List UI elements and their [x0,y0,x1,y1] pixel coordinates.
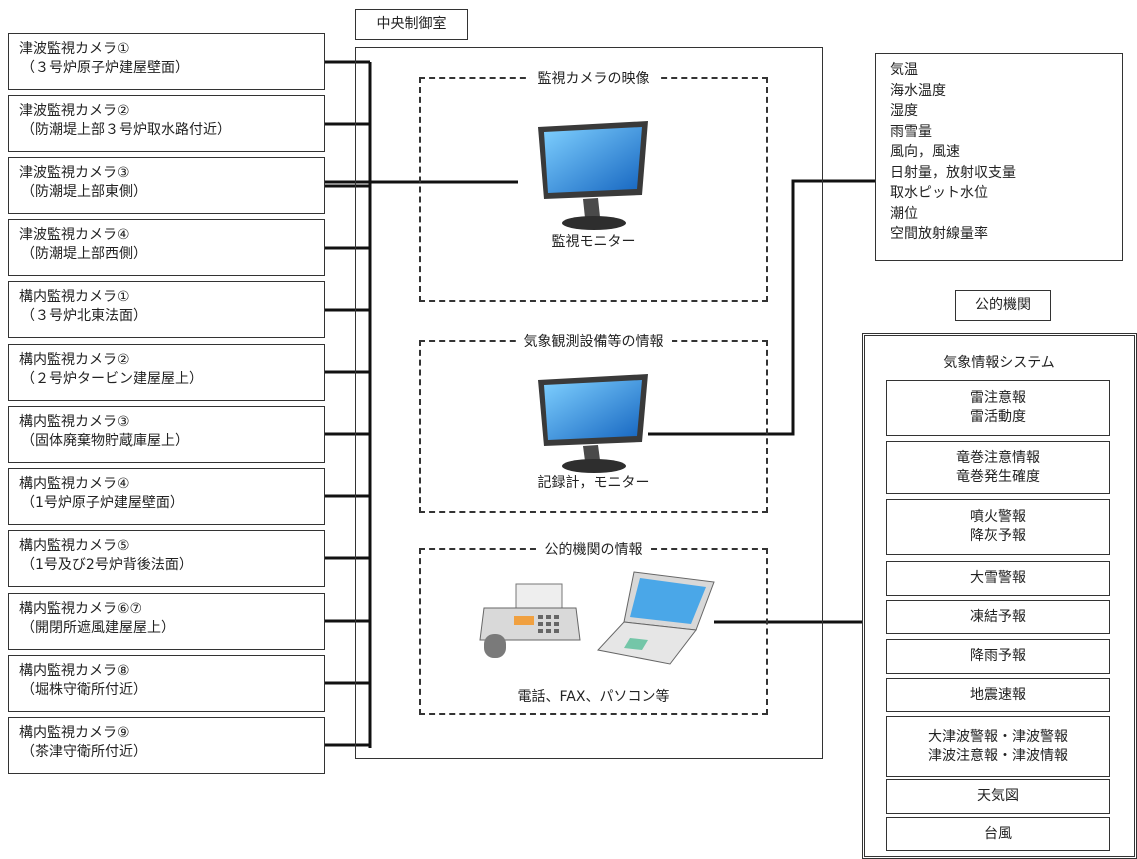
environment-item: 風向，風速 [890,144,960,160]
camera-name: 構内監視カメラ⑥⑦ [19,601,143,617]
camera-name: 津波監視カメラ④ [19,227,130,243]
camera-name: 構内監視カメラ⑤ [19,538,130,554]
weather-system-item-line: 降雨予報 [970,648,1026,664]
weather-system-item: 地震速報 [886,678,1110,712]
weather-system-item-line: 津波注意報・津波情報 [928,747,1068,764]
weather-system-item-line: 台風 [984,825,1012,842]
camera-name: 津波監視カメラ① [19,41,130,57]
camera-name: 構内監視カメラ⑨ [19,725,130,741]
weather-observation-caption: 記録計，モニター [537,475,650,491]
weather-system-title: 気象情報システム [943,355,1055,371]
camera-name: 津波監視カメラ② [19,103,130,119]
public-info-title: 公的機関の情報 [536,542,651,558]
weather-system-item-line: 竜巻注意情報 [956,449,1040,466]
camera-location: （２号炉タービン建屋屋上） [21,371,203,387]
weather-system-item: 大津波警報・津波警報津波注意報・津波情報 [886,716,1110,777]
weather-system-item: 凍結予報 [886,600,1110,634]
environment-item: 気温 [890,62,918,78]
recorder-monitor-icon [538,374,648,473]
camera-location: （防潮堤上部東側） [21,184,147,200]
environment-item: 雨雪量 [890,123,932,140]
camera-location: （３号炉原子炉建屋壁面） [21,60,189,76]
weather-system-item-line: 大雪警報 [970,570,1026,586]
weather-system-item: 竜巻注意情報竜巻発生確度 [886,441,1110,494]
camera-video-caption: 監視モニター [551,234,636,250]
camera-name: 津波監視カメラ③ [19,165,130,181]
camera-video-title: 監視カメラの映像 [529,71,658,87]
camera-box: 構内監視カメラ⑥⑦ （開閉所遮風建屋屋上） [8,593,325,650]
camera-location: （開閉所遮風建屋屋上） [21,620,175,636]
camera-box: 構内監視カメラ⑨ （茶津守衛所付近） [8,717,325,774]
camera-name: 構内監視カメラ① [19,289,130,305]
camera-name: 構内監視カメラ② [19,352,130,368]
public-info-section: 公的機関の情報 電話、FAX、パソコン等 [419,542,768,715]
environment-data-box: 気温海水温度湿度雨雪量風向，風速日射量，放射収支量取水ピット水位潮位空間放射線量… [875,53,1123,261]
camera-box: 構内監視カメラ⑤ （1号及び2号炉背後法面） [8,530,325,587]
weather-system-item-line: 大津波警報・津波警報 [928,728,1068,745]
control-room-title: 中央制御室 [376,16,447,32]
public-agency-label: 公的機関 [975,297,1031,313]
weather-system-item: 雷注意報雷活動度 [886,380,1110,436]
camera-location: （1号及び2号炉背後法面） [21,557,193,573]
camera-location: （固体廃棄物貯蔵庫屋上） [21,433,189,449]
camera-box: 津波監視カメラ① （３号炉原子炉建屋壁面） [8,33,325,90]
camera-name: 構内監視カメラ④ [19,476,130,492]
weather-system-item: 降雨予報 [886,639,1110,674]
camera-box: 構内監視カメラ② （２号炉タービン建屋屋上） [8,344,325,401]
environment-items: 気温海水温度湿度雨雪量風向，風速日射量，放射収支量取水ピット水位潮位空間放射線量… [890,60,1122,245]
camera-name: 構内監視カメラ③ [19,414,130,430]
camera-location: （防潮堤上部３号炉取水路付近） [21,122,231,138]
weather-observation-title: 気象観測設備等の情報 [515,334,672,350]
environment-item: 取水ピット水位 [890,185,988,201]
camera-location: （３号炉北東法面） [21,308,147,324]
camera-location: （堀株守衛所付近） [21,682,147,698]
weather-system-item-line: 天気図 [977,788,1019,804]
weather-system-item-line: 竜巻発生確度 [956,468,1040,485]
camera-box: 構内監視カメラ③ （固体廃棄物貯蔵庫屋上） [8,406,325,463]
weather-system-item-line: 降灰予報 [970,528,1026,544]
weather-system-item-line: 雷注意報 [970,390,1026,406]
environment-item: 日射量，放射収支量 [890,164,1016,181]
weather-system-item-line: 噴火警報 [970,509,1026,525]
camera-location: （防潮堤上部西側） [21,246,147,262]
public-info-caption: 電話、FAX、パソコン等 [517,689,670,705]
weather-system-item: 噴火警報降灰予報 [886,499,1110,555]
environment-item: 空間放射線量率 [890,226,988,242]
camera-box: 構内監視カメラ④ （1号炉原子炉建屋壁面） [8,468,325,525]
public-agency-label-box: 公的機関 [955,290,1051,321]
camera-box: 津波監視カメラ④ （防潮堤上部西側） [8,219,325,276]
camera-location: （1号炉原子炉建屋壁面） [21,495,184,511]
control-room-box [355,47,823,759]
weather-system-item-line: 凍結予報 [970,608,1026,625]
camera-name: 構内監視カメラ⑧ [19,663,130,679]
environment-item: 潮位 [890,205,918,222]
monitor-icon [538,121,648,230]
camera-box: 津波監視カメラ③ （防潮堤上部東側） [8,157,325,214]
weather-system-item-line: 地震速報 [970,686,1026,703]
environment-item: 湿度 [890,103,918,119]
weather-system-item: 天気図 [886,779,1110,814]
weather-system-item: 台風 [886,817,1110,851]
environment-item: 海水温度 [890,82,946,99]
laptop-icon [597,571,715,665]
weather-system-item-line: 雷活動度 [970,409,1026,425]
weather-observation-section: 気象観測設備等の情報 記録計，モニター [419,334,768,513]
camera-location: （茶津守衛所付近） [21,744,147,760]
camera-video-section: 監視カメラの映像 監視モニター [419,71,768,302]
fax-icon [479,583,581,658]
camera-box: 津波監視カメラ② （防潮堤上部３号炉取水路付近） [8,95,325,152]
weather-system-item: 大雪警報 [886,561,1110,596]
control-room-label: 中央制御室 [355,9,468,40]
camera-box: 構内監視カメラ① （３号炉北東法面） [8,281,325,338]
camera-box: 構内監視カメラ⑧ （堀株守衛所付近） [8,655,325,712]
